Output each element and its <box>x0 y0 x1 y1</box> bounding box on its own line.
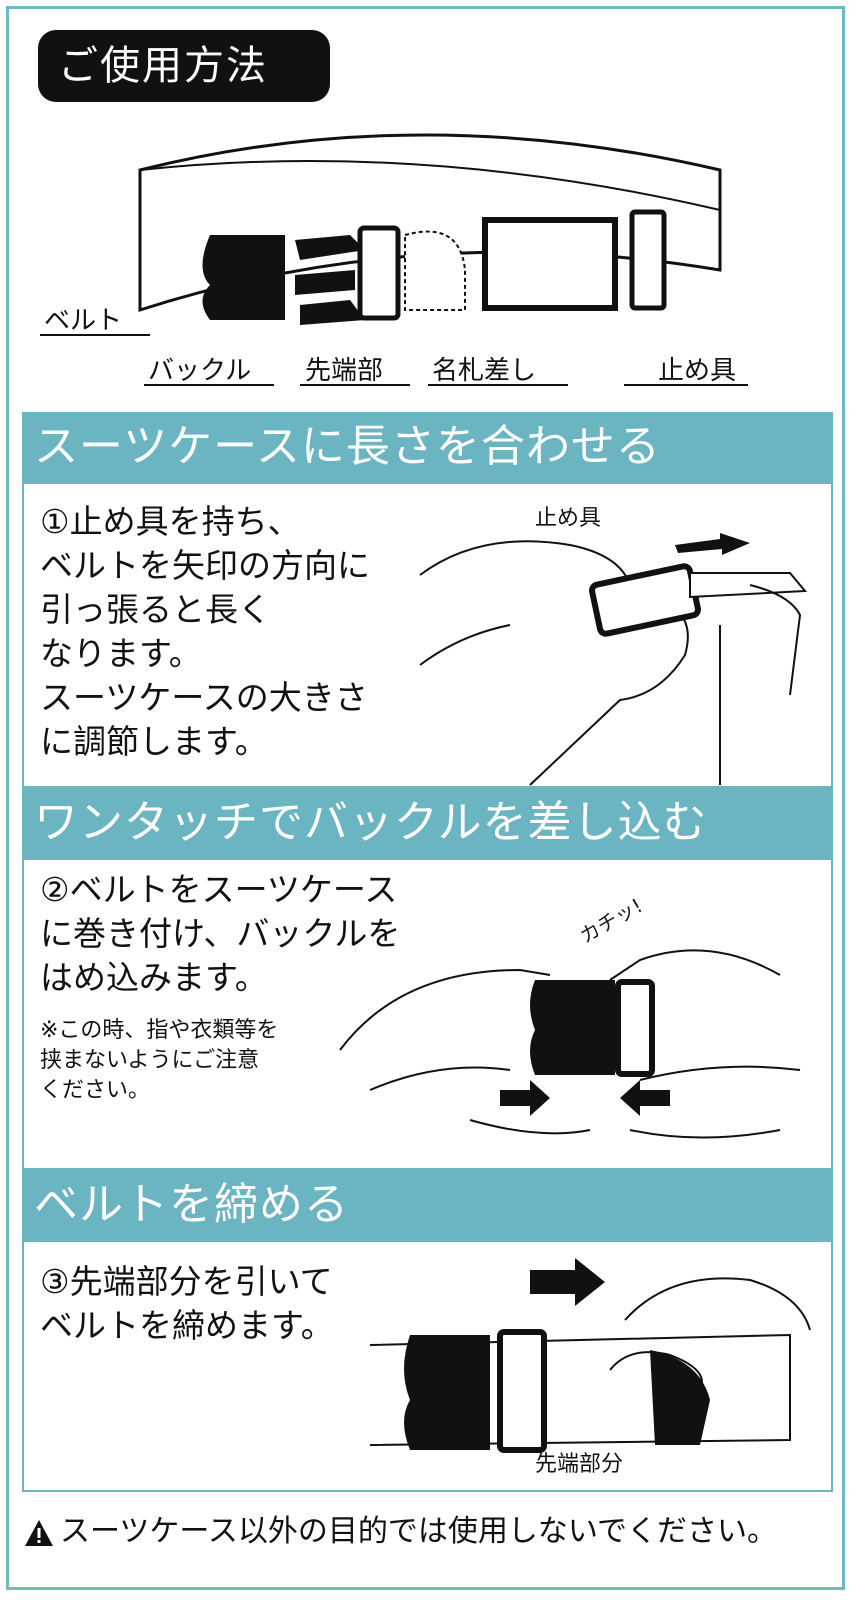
stopper-callout-label: 止め具 <box>535 506 602 531</box>
insert-buckle-illustration <box>339 949 801 1139</box>
step-3-line: ③先端部分を引いて <box>40 1262 333 1301</box>
section-3-header: ベルトを締める <box>22 1170 833 1240</box>
part-label-belt: ベルト <box>44 306 123 336</box>
tip-part-callout-label: 先端部分 <box>535 1452 624 1477</box>
step-2-line: はめ込みます。 <box>40 958 268 997</box>
warning-icon <box>25 1520 53 1546</box>
step-1-line: スーツケースの大きさ <box>40 678 368 717</box>
step-1-line: ベルトを矢印の方向に <box>40 546 370 585</box>
warning-notice: スーツケース以外の目的では使用しないでください。 <box>24 1506 777 1550</box>
tighten-belt-illustration <box>369 1258 811 1453</box>
part-label-buckle: バックル <box>148 356 252 386</box>
adjust-length-illustration <box>419 533 808 786</box>
caution-note-line: ※この時、指や衣類等を <box>40 1018 279 1043</box>
warning-text: スーツケース以外の目的では使用しないでください。 <box>60 1514 777 1549</box>
caution-note-line: ください。 <box>40 1078 151 1103</box>
section-1-header: スーツケースに長さを合わせる <box>22 412 833 482</box>
page-title: ご使用方法 <box>38 30 330 102</box>
part-label-name-tag: 名札差し <box>432 356 537 386</box>
part-label-stopper: 止め具 <box>658 356 737 386</box>
leader-line <box>300 384 410 386</box>
step-1-line: に調節します。 <box>40 722 268 761</box>
step-2-line: に巻き付け、バックルを <box>40 914 401 953</box>
step-3-line: ベルトを締めます。 <box>40 1306 334 1345</box>
leader-line <box>40 334 150 336</box>
step-1-line: なります。 <box>40 634 202 673</box>
step-1-line: ①止め具を持ち、 <box>40 502 301 541</box>
step-1-line: 引っ張ると長く <box>40 590 271 629</box>
section-2-box <box>22 858 833 1170</box>
step-2-line: ②ベルトをスーツケース <box>40 870 398 909</box>
part-label-tip: 先端部 <box>305 356 384 386</box>
caution-note-line: 挟まないようにご注意 <box>40 1048 260 1073</box>
belt-overview-illustration <box>138 133 722 325</box>
section-2-header: ワンタッチでバックルを差し込む <box>22 788 833 858</box>
leader-line <box>144 384 274 386</box>
leader-line <box>624 384 748 386</box>
leader-line <box>428 384 568 386</box>
section-1-box <box>22 482 833 788</box>
